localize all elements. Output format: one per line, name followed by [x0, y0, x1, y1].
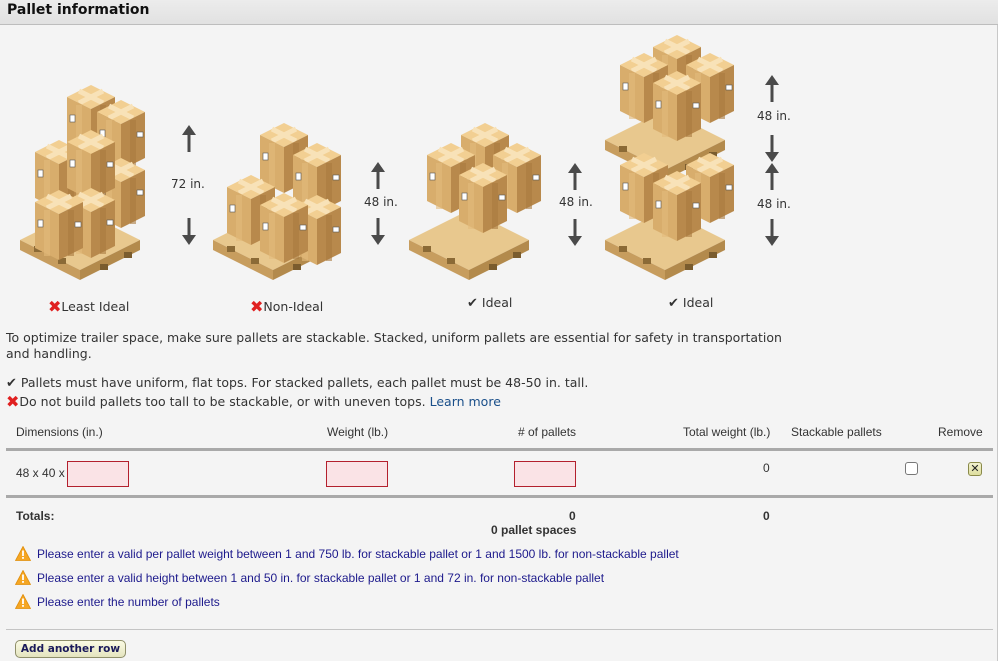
rule-do: ✔ Pallets must have uniform, flat tops. … [6, 375, 588, 391]
height-label-48-bottom: 48 in. [757, 197, 791, 211]
caption-text: Ideal [481, 295, 513, 310]
stackable-checkbox[interactable] [905, 462, 918, 475]
pallet-count-input[interactable] [514, 461, 576, 487]
caption-non-ideal: ✖Non-Ideal [250, 297, 323, 316]
x-mark-icon: ✖ [48, 297, 62, 316]
height-label-72: 72 in. [171, 177, 205, 191]
rule-dont-text: Do not build pallets too tall to be stac… [19, 394, 426, 409]
row-total-weight: 0 [763, 461, 770, 475]
caption-ideal-single: ✔ Ideal [467, 295, 512, 311]
warning-icon [14, 569, 32, 585]
totals-label: Totals: [16, 509, 55, 523]
checkmark-icon: ✔ [6, 376, 17, 391]
header-pallets: # of pallets [518, 425, 577, 439]
add-another-row-button[interactable]: Add another row [15, 640, 126, 658]
totals-pallets: 0 [569, 509, 576, 523]
caption-text: Non-Ideal [263, 299, 324, 314]
warning-pallet-count: Please enter the number of pallets [14, 593, 220, 609]
panel-header: Pallet information [0, 0, 998, 25]
learn-more-link[interactable]: Learn more [429, 394, 501, 409]
height-label-48-ideal: 48 in. [559, 195, 593, 209]
header-total-weight: Total weight (lb.) [683, 425, 771, 439]
warning-weight: Please enter a valid per pallet weight b… [14, 545, 679, 561]
row-divider [6, 495, 993, 498]
header-remove: Remove [938, 425, 983, 439]
header-divider [6, 448, 993, 451]
header-dimensions: Dimensions (in.) [16, 425, 103, 439]
totals-weight: 0 [763, 509, 770, 523]
totals-pallet-spaces: 0 pallet spaces [491, 523, 577, 537]
warning-text: Please enter a valid per pallet weight b… [37, 547, 679, 561]
caption-least-ideal: ✖Least Ideal [48, 297, 129, 316]
header-weight: Weight (lb.) [327, 425, 389, 439]
height-label-48-non-ideal: 48 in. [364, 195, 398, 209]
height-input[interactable] [67, 461, 129, 487]
rule-dont: ✖Do not build pallets too tall to be sta… [6, 392, 501, 411]
warning-height: Please enter a valid height between 1 an… [14, 569, 605, 585]
x-mark-icon: ✖ [6, 392, 20, 411]
x-mark-icon: ✖ [250, 297, 264, 316]
panel-title: Pallet information [7, 2, 150, 18]
intro-text: To optimize trailer space, make sure pal… [6, 330, 782, 361]
caption-text: Ideal [682, 295, 714, 310]
close-icon: ✕ [970, 463, 980, 475]
height-label-48-top: 48 in. [757, 109, 791, 123]
caption-ideal-stacked: ✔ Ideal [668, 295, 713, 311]
warning-text: Please enter a valid height between 1 an… [37, 571, 605, 585]
warning-icon [14, 593, 32, 609]
footer-divider [6, 629, 993, 630]
warning-icon [14, 545, 32, 561]
caption-text: Least Ideal [61, 299, 130, 314]
checkmark-icon: ✔ [668, 296, 679, 311]
header-stackable: Stackable pallets [791, 425, 882, 439]
ideal-stacked-pallet-illustration [605, 35, 779, 280]
weight-input[interactable] [326, 461, 388, 487]
warning-text: Please enter the number of pallets [37, 595, 220, 609]
checkmark-icon: ✔ [467, 296, 478, 311]
rule-do-text: Pallets must have uniform, flat tops. Fo… [20, 375, 589, 390]
dimensions-prefix: 48 x 40 x [16, 466, 65, 480]
remove-row-button[interactable]: ✕ [968, 462, 982, 476]
